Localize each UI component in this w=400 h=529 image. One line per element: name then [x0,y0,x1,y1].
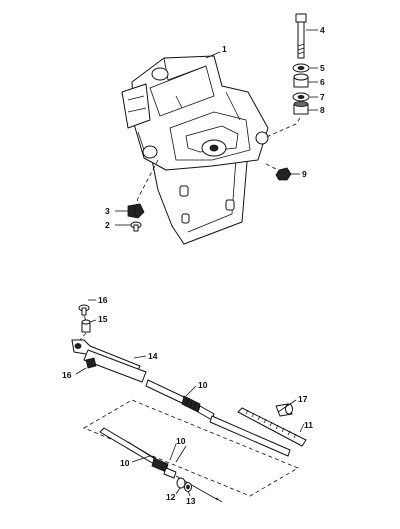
screw-lower [85,357,97,369]
callout-7: 7 [320,92,325,102]
callout-3: 3 [105,206,110,216]
callout-10-middle: 10 [176,436,186,446]
bolt [295,13,307,59]
shift-cable-lower [99,427,223,503]
callout-17: 17 [298,394,308,404]
callout-10-upper: 10 [198,380,208,390]
washer-lower [292,92,310,102]
callout-15: 15 [98,314,108,324]
callout-9: 9 [302,169,307,179]
link-rod [71,339,147,383]
spacer [293,73,309,88]
callout-14: 14 [148,351,158,361]
callout-labels: 1 4 5 6 7 8 9 3 2 16 15 14 16 10 17 11 1… [62,25,325,506]
callout-16-lower: 16 [62,370,72,380]
washer [292,63,310,73]
callout-2: 2 [105,220,110,230]
clip [127,203,145,219]
callout-16-top: 16 [98,295,108,305]
callout-12: 12 [166,492,176,502]
screw [130,221,142,232]
threaded-rod [237,407,307,447]
shift-cable-upper [145,379,291,457]
shift-cable-assembly [71,299,307,503]
nut [275,167,292,181]
washer-13 [184,482,192,492]
locknut [293,101,309,115]
callout-4: 4 [320,25,325,35]
callout-1: 1 [222,44,227,54]
transom-bracket-assembly [115,13,318,245]
screw-top [78,304,90,316]
callout-11: 11 [304,420,313,430]
callout-13: 13 [186,496,196,506]
bushing-small [275,403,293,417]
mounting-bracket [121,55,269,245]
bushing [81,319,91,333]
callout-6: 6 [320,77,325,87]
callout-10-lower: 10 [120,458,130,468]
jam-nut [176,477,186,489]
callout-8: 8 [320,105,325,115]
callout-5: 5 [320,63,325,73]
